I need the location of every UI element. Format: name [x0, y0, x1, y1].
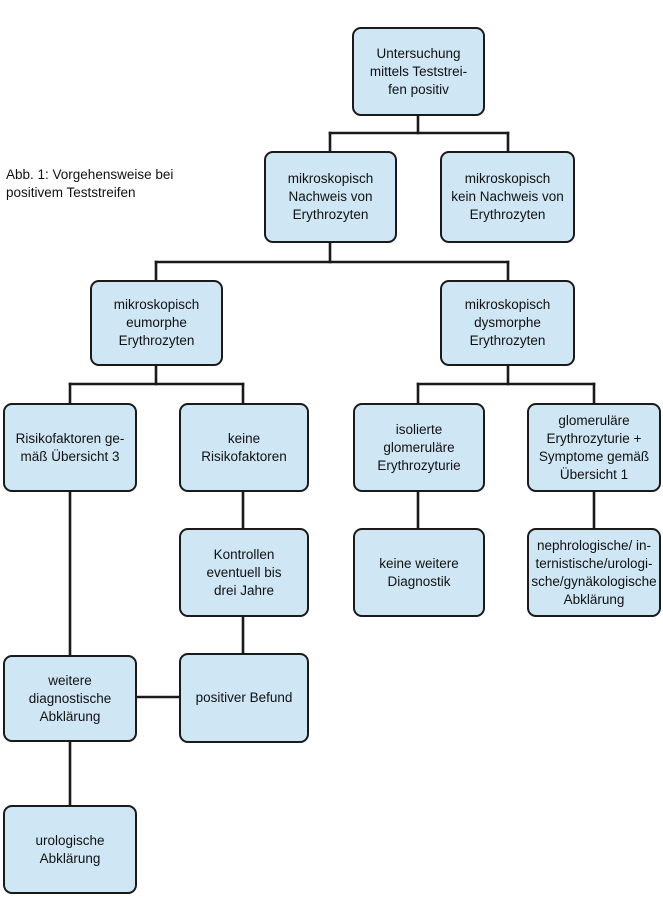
node-positiv: positiver Befund	[179, 653, 309, 743]
node-eumorph: mikroskopisch eumorphe Erythrozyten	[90, 280, 223, 366]
node-keine-diagnostik: keine weitere Diagnostik	[353, 528, 485, 617]
node-kontrollen: Kontrollen eventuell bis drei Jahre	[179, 528, 309, 617]
node-urolog: urologische Abklärung	[3, 805, 137, 894]
node-nephro: nephrologische/ in- ternistische/urologi…	[527, 528, 661, 617]
node-risk: Risikofaktoren ge- mäß Übersicht 3	[3, 403, 137, 492]
node-dysmorph: mikroskopisch dysmorphe Erythrozyten	[440, 280, 575, 366]
node-isoliert: isolierte glomeruläre Erythrozyturie	[353, 403, 485, 492]
figure-caption: Abb. 1: Vorgehensweise bei positivem Tes…	[6, 167, 174, 200]
node-glom-sympt: glomeruläre Erythrozyturie + Symptome ge…	[527, 403, 661, 492]
node-norisk: keine Risikofaktoren	[179, 403, 309, 492]
node-micro-neg: mikroskopisch kein Nachweis von Erythroz…	[440, 151, 575, 243]
node-weitere: weitere diagnostische Abklärung	[3, 655, 137, 742]
node-micro-pos: mikroskopisch Nachweis von Erythrozyten	[264, 151, 397, 243]
node-root: Untersuchung mittels Teststrei- fen posi…	[352, 27, 485, 116]
